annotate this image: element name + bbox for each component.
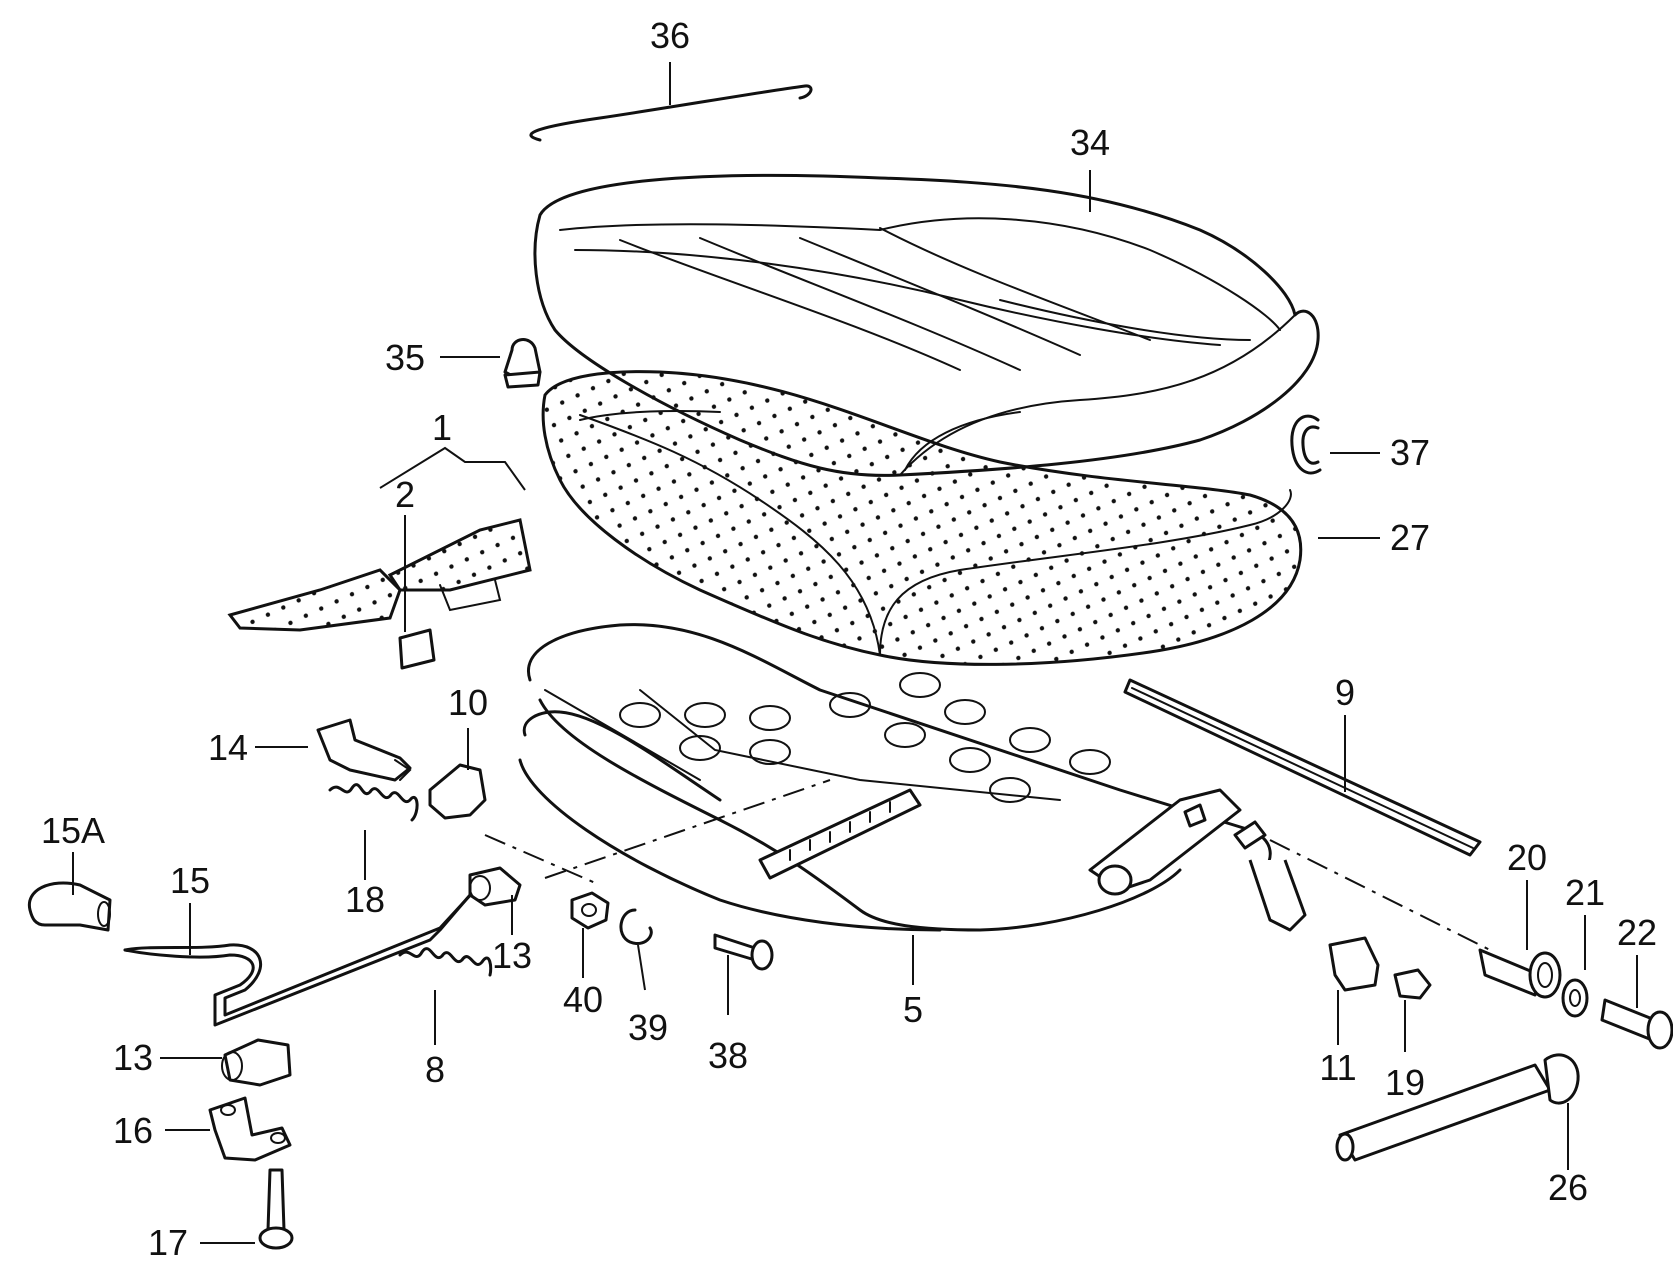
label-15A: 15A — [41, 810, 105, 851]
part-13-bushing-lower — [221, 1038, 292, 1087]
leader-lines — [72, 62, 1638, 1244]
label-16: 16 — [113, 1110, 153, 1151]
part-10-bracket — [428, 763, 487, 820]
part-19-cap — [1393, 968, 1432, 1000]
label-19: 19 — [1385, 1062, 1425, 1103]
part-35-push-clip — [503, 338, 542, 389]
part-1-side-trim-set — [227, 446, 532, 632]
label-26: 26 — [1548, 1167, 1588, 1208]
label-38: 38 — [708, 1035, 748, 1076]
label-15: 15 — [170, 860, 210, 901]
part-9-slide-rail — [1123, 678, 1482, 857]
label-40: 40 — [563, 979, 603, 1020]
label-13-upper: 13 — [492, 935, 532, 976]
label-17: 17 — [148, 1222, 188, 1263]
label-22: 22 — [1617, 912, 1657, 953]
label-8: 8 — [425, 1049, 445, 1090]
label-11: 11 — [1319, 1047, 1356, 1088]
label-1: 1 — [432, 407, 452, 448]
label-9: 9 — [1335, 672, 1355, 713]
part-39-circlip — [619, 908, 653, 945]
label-10: 10 — [448, 682, 488, 723]
label-13-lower: 13 — [113, 1037, 153, 1078]
part-15-release-rod — [123, 888, 487, 1027]
part-36-trim-wire — [529, 84, 813, 142]
part-18-spring — [328, 783, 419, 822]
label-21: 21 — [1565, 872, 1605, 913]
part-16-bracket — [208, 1096, 292, 1162]
label-5: 5 — [903, 989, 923, 1030]
part-22-bolt — [1600, 998, 1673, 1050]
part-17-screw — [258, 1168, 294, 1250]
part-27-foam-pad — [541, 370, 1303, 666]
label-20: 20 — [1507, 837, 1547, 878]
part-26-tube-and-cap — [1335, 1053, 1580, 1162]
label-34: 34 — [1070, 122, 1110, 163]
part-8-spring — [398, 947, 493, 977]
part-38-screw — [713, 933, 774, 971]
label-2: 2 — [395, 474, 415, 515]
label-18: 18 — [345, 879, 385, 920]
label-27: 27 — [1390, 517, 1430, 558]
label-35: 35 — [385, 337, 425, 378]
part-40-nut — [570, 891, 610, 930]
assembly-centre-lines — [484, 779, 1491, 951]
label-37: 37 — [1390, 432, 1430, 473]
part-11-spring-clip — [1328, 936, 1380, 992]
part-14-lever-pin — [316, 718, 412, 782]
part-37-hog-ring — [1290, 414, 1322, 475]
label-39: 39 — [628, 1007, 668, 1048]
part-2-clip — [398, 628, 436, 670]
part-21-washer — [1561, 978, 1589, 1018]
frame-holes — [619, 672, 1111, 803]
label-36: 36 — [650, 15, 690, 56]
part-5-seat-frame — [518, 623, 1307, 932]
label-14: 14 — [208, 727, 248, 768]
part-15A-handle-grip — [27, 881, 112, 932]
callout-labels: 36 34 35 1 2 37 27 9 10 14 18 15A 15 13 … — [41, 15, 1657, 1263]
part-13-bushing-upper — [468, 866, 522, 907]
part-20-spacer-sleeve — [1478, 948, 1562, 999]
